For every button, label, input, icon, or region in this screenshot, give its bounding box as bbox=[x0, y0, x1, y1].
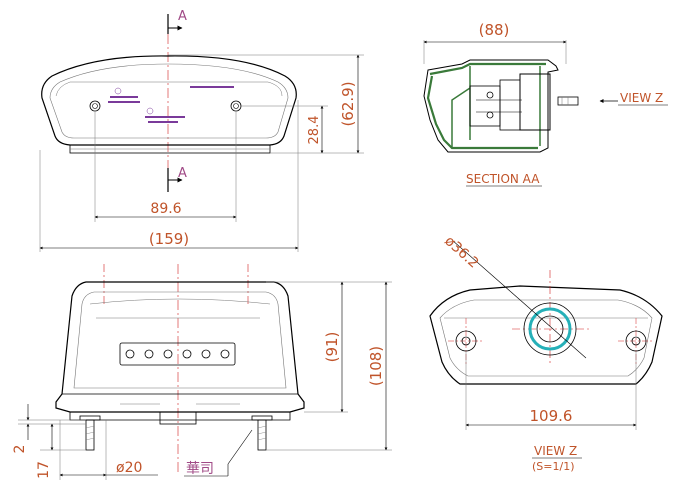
internal-ribs bbox=[451, 66, 541, 148]
base-flange bbox=[62, 393, 298, 421]
lamp-window bbox=[119, 342, 236, 366]
dim-height-total: (108) bbox=[367, 346, 385, 386]
view-z: ø36.2 109.6 VIEW Z (S=1/1) bbox=[429, 233, 663, 473]
socket-body bbox=[499, 79, 521, 131]
bolt-right bbox=[230, 100, 242, 112]
lamp-dot bbox=[163, 349, 173, 359]
bolt-left-inner bbox=[92, 103, 98, 109]
dim-lens-dia: ø36.2 bbox=[441, 233, 481, 271]
lamp-dot bbox=[182, 349, 192, 359]
lens-ring bbox=[528, 307, 572, 351]
rear-cap bbox=[519, 73, 551, 131]
lens-inner bbox=[536, 315, 564, 343]
lamp-dot-group bbox=[125, 349, 230, 359]
section-mark-top: A bbox=[178, 9, 187, 24]
lamp-body-outline bbox=[41, 55, 297, 146]
view-z-scale: (S=1/1) bbox=[532, 460, 575, 473]
lamp-dot bbox=[125, 349, 135, 359]
mount-hole-left-inner bbox=[461, 336, 471, 346]
mount-hole-right bbox=[625, 330, 647, 352]
front-view: A A (159) 89 bbox=[39, 9, 364, 252]
housing-outline bbox=[423, 59, 559, 153]
section-view: (88) VIEW Z SECTION AA bbox=[423, 21, 668, 187]
lamp-lens-edge bbox=[55, 81, 283, 97]
washer-left bbox=[79, 415, 101, 421]
view-arrow-label: VIEW Z bbox=[620, 91, 663, 105]
note-label: 華司 bbox=[186, 461, 214, 477]
section-caption: SECTION AA bbox=[466, 172, 540, 186]
dim-stud-17: 17 bbox=[36, 461, 52, 479]
lamp-dot bbox=[220, 349, 230, 359]
bolt-right-inner bbox=[233, 103, 239, 109]
dim-hole-dia: ø20 bbox=[116, 460, 142, 476]
bottom-view: (108) (91) 2 17 ø20 華司 bbox=[12, 264, 392, 480]
dim-bolt-spacing: 89.6 bbox=[150, 201, 181, 217]
housing-outline bbox=[55, 281, 305, 413]
stud-right bbox=[257, 419, 267, 451]
view-z-caption: VIEW Z bbox=[534, 444, 577, 458]
mount-hole-right-inner bbox=[631, 336, 641, 346]
contact-1 bbox=[486, 91, 494, 99]
section-mark-bottom: A bbox=[178, 166, 187, 181]
contact-2 bbox=[486, 111, 494, 119]
lens-markings bbox=[108, 86, 234, 123]
dim-height-partial: 28.4 bbox=[307, 116, 322, 145]
housing-inner bbox=[73, 291, 287, 389]
lamp-dot bbox=[201, 349, 211, 359]
stud-left bbox=[85, 419, 95, 451]
center-boss bbox=[159, 411, 197, 425]
mount-hole-left bbox=[455, 330, 477, 352]
socket-block bbox=[469, 85, 501, 127]
dim-height-total: (62.9) bbox=[339, 81, 357, 126]
rear-housing-outline bbox=[429, 285, 663, 385]
housing-wall-section bbox=[426, 62, 546, 150]
note-leader bbox=[227, 429, 253, 465]
dim-stud-2: 2 bbox=[12, 445, 28, 454]
housing-ridge bbox=[89, 298, 271, 319]
bolt-left bbox=[89, 100, 101, 112]
lamp-dot bbox=[144, 349, 154, 359]
lamp-body-inner bbox=[49, 63, 289, 139]
rear-housing-inner bbox=[439, 299, 653, 377]
dim-depth: (88) bbox=[479, 21, 510, 39]
washer-right bbox=[251, 415, 273, 421]
dia-leader bbox=[451, 239, 587, 359]
dim-width-total: (159) bbox=[149, 230, 189, 248]
lens-outer bbox=[523, 302, 577, 356]
stud-threads bbox=[85, 425, 267, 441]
dim-height-body: (91) bbox=[323, 332, 341, 363]
dim-hole-spacing: 109.6 bbox=[530, 407, 573, 425]
